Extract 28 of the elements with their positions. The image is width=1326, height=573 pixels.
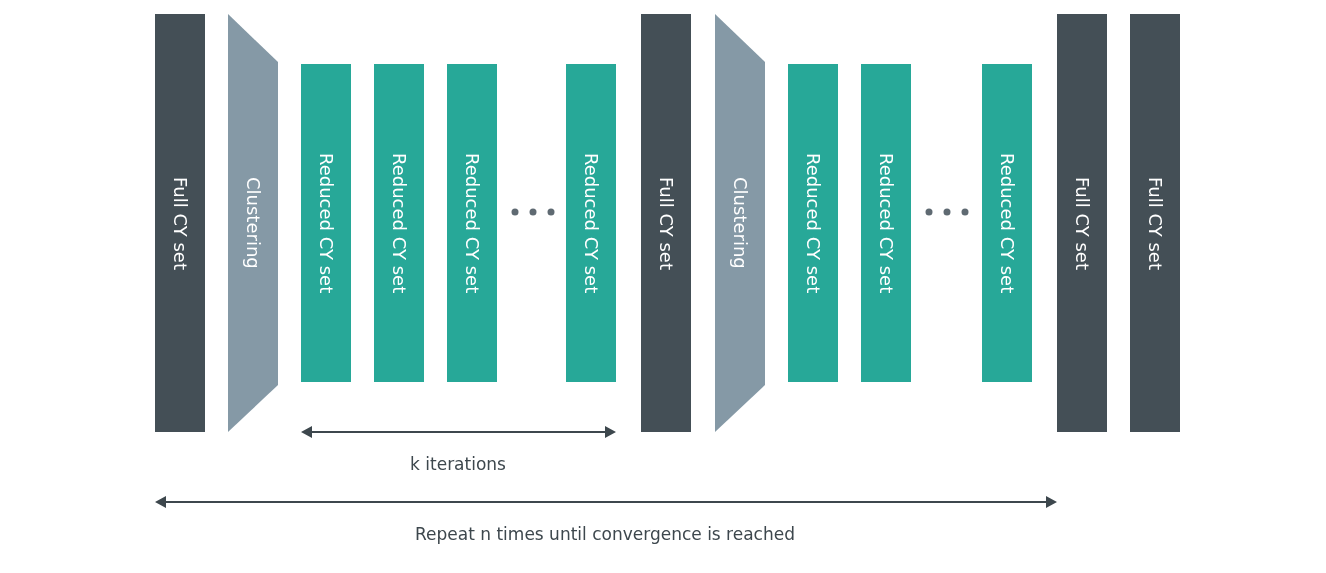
bar-label: Reduced CY set [802,152,824,294]
bar-label: Reduced CY set [580,152,602,294]
dimension-label: k iterations [410,454,506,474]
process-bar [788,64,838,382]
process-bar [301,64,351,382]
bar-label: Reduced CY set [996,152,1018,294]
bar-label: Full CY set [1144,176,1166,270]
dimension-label: Repeat n times until convergence is reached [415,524,795,544]
clustering-trapezoid [715,14,765,432]
process-bar [155,14,205,432]
bar-label: Full CY set [169,176,191,270]
bar-label: Reduced CY set [875,152,897,294]
process-bar [641,14,691,432]
bar-label: Full CY set [1071,176,1093,270]
process-bar [861,64,911,382]
process-bar [1130,14,1180,432]
bar-label: Reduced CY set [388,152,410,294]
bar-label: Clustering [729,177,751,269]
bar-label: Clustering [242,177,264,269]
process-bar [374,64,424,382]
process-bar [1057,14,1107,432]
bar-label: Full CY set [655,176,677,270]
process-bar [447,64,497,382]
bar-label: Reduced CY set [315,152,337,294]
clustering-trapezoid [228,14,278,432]
bar-label: Reduced CY set [461,152,483,294]
process-bar [566,64,616,382]
process-bar [982,64,1032,382]
